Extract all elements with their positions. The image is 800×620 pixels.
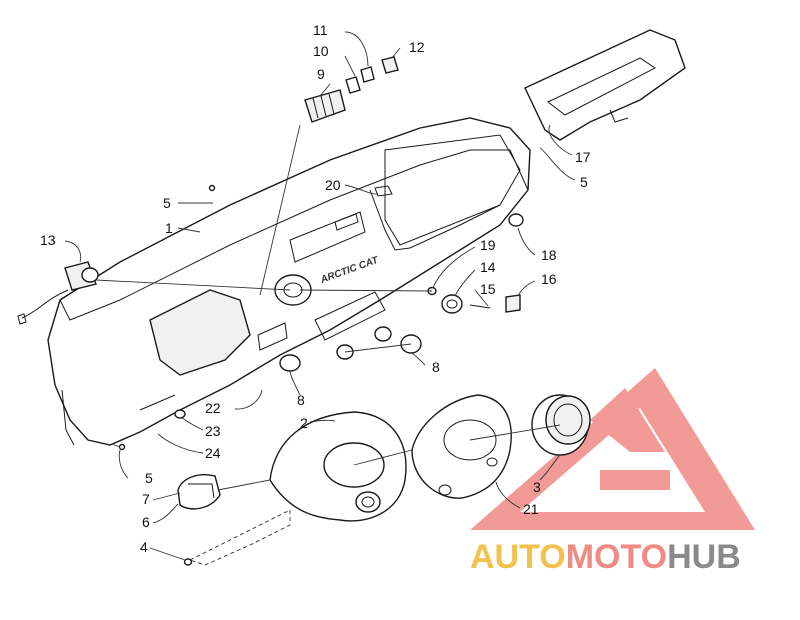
callout-9: 9 <box>317 66 325 82</box>
callout-6: 6 <box>142 514 150 530</box>
callout-1: 1 <box>165 220 173 236</box>
cup-holder <box>177 474 221 510</box>
watermark-auto: AUTO <box>470 538 566 576</box>
callout-5-bottom: 5 <box>145 470 153 486</box>
callout-17: 17 <box>575 149 591 165</box>
callout-5-top: 5 <box>163 195 171 211</box>
upper-cover <box>524 29 686 141</box>
callout-2: 2 <box>300 415 308 431</box>
callout-16: 16 <box>541 271 557 287</box>
dashboard-panel: ARCTIC CAT <box>47 117 531 446</box>
leader-lines <box>64 31 576 561</box>
watermark-text: AUTOMOTOHUB <box>470 538 741 576</box>
callout-12: 12 <box>409 39 425 55</box>
callout-7: 7 <box>142 491 150 507</box>
lower-bracket <box>118 184 291 566</box>
callout-14: 14 <box>480 259 496 275</box>
callout-13: 13 <box>40 232 56 248</box>
callout-10: 10 <box>313 43 329 59</box>
callout-21: 21 <box>523 501 539 517</box>
key-switch <box>17 261 99 325</box>
watermark-moto: MOTO <box>566 538 667 576</box>
callout-8-lower: 8 <box>297 392 305 408</box>
switch-cluster <box>304 56 399 123</box>
callout-22: 22 <box>205 400 221 416</box>
callout-3: 3 <box>533 479 541 495</box>
callout-15: 15 <box>480 281 496 297</box>
watermark-logo <box>470 368 755 530</box>
gauge-decal <box>411 394 512 499</box>
callout-labels: 1 2 3 4 5 5 5 6 7 8 8 9 10 11 12 13 14 1… <box>40 22 591 555</box>
callout-4: 4 <box>140 539 148 555</box>
gauge-bezel <box>269 411 407 522</box>
watermark-hub: HUB <box>667 538 741 576</box>
callout-11: 11 <box>313 22 328 38</box>
callout-18: 18 <box>541 247 557 263</box>
callout-23: 23 <box>205 423 221 439</box>
callout-5-right: 5 <box>580 174 588 190</box>
callout-19: 19 <box>480 237 496 253</box>
callout-8-right: 8 <box>432 359 440 375</box>
cable-tube <box>369 189 501 251</box>
callout-24: 24 <box>205 445 221 461</box>
callout-20: 20 <box>325 177 341 193</box>
